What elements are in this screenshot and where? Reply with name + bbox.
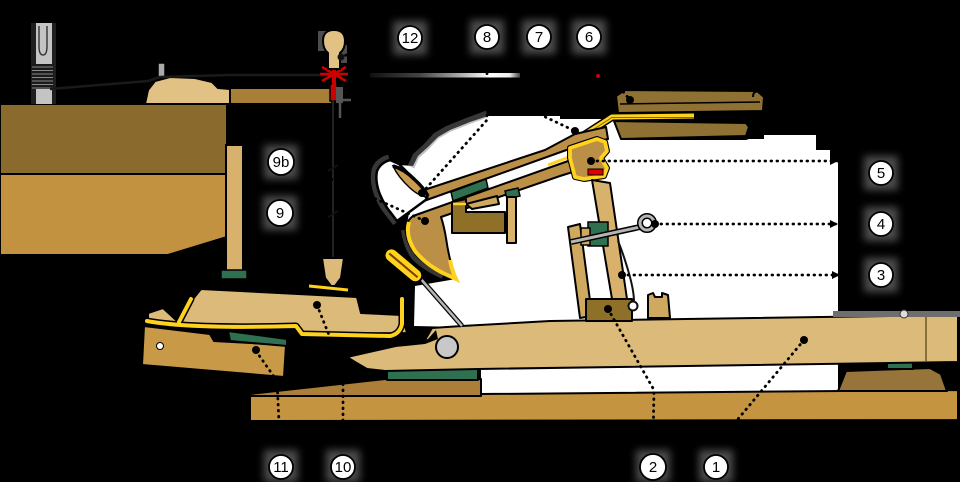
svg-text:4: 4 — [877, 216, 885, 233]
svg-text:5: 5 — [877, 165, 885, 182]
svg-text:10: 10 — [335, 459, 352, 476]
svg-text:3: 3 — [877, 267, 885, 284]
svg-text:9: 9 — [276, 205, 284, 222]
svg-text:7: 7 — [535, 29, 543, 46]
svg-text:12: 12 — [402, 30, 419, 47]
svg-text:6: 6 — [585, 29, 593, 46]
svg-text:9b: 9b — [273, 154, 290, 171]
svg-text:8: 8 — [483, 29, 491, 46]
svg-text:1: 1 — [712, 459, 720, 476]
svg-text:2: 2 — [649, 459, 657, 476]
svg-text:11: 11 — [273, 459, 289, 476]
